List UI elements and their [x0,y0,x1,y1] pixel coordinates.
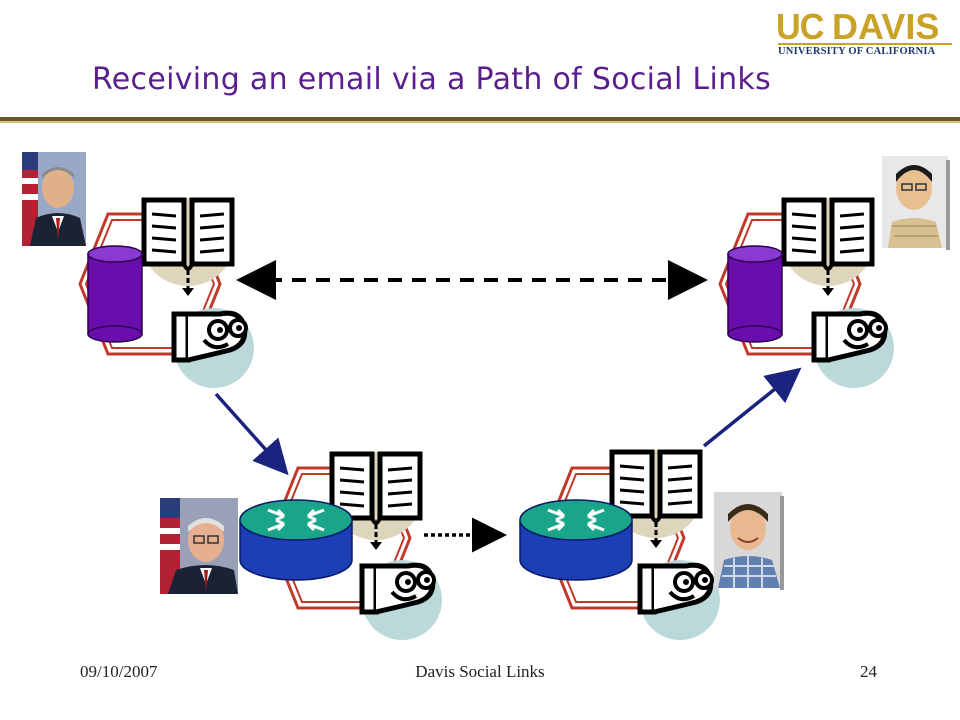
node-top-left [22,152,254,388]
smiling-face-icon [174,308,254,388]
footer-date: 09/10/2007 [80,662,158,681]
logo-text-uc: UC [776,6,824,47]
path-arrow-up [702,367,802,448]
person-photo-icon [714,492,784,590]
footer-title: Davis Social Links [415,662,545,681]
person-photo-icon [882,156,950,250]
title-rule-accent [0,121,960,123]
node-bottom-left [160,452,442,640]
person-photo-icon [160,498,238,594]
router-icon [238,498,354,582]
node-top-right [718,156,950,388]
title-rule [0,117,960,121]
database-cylinder-icon [87,245,143,343]
logo-text-davis: DAVIS [832,6,940,47]
slide-title: Receiving an email via a Path of Social … [92,62,771,97]
logo-subtitle: UNIVERSITY OF CALIFORNIA [778,43,952,57]
node-bottom-right [518,450,784,640]
smiling-face-icon [640,560,720,640]
footer-page-number: 24 [860,662,877,681]
path-arrow-down [214,392,289,476]
router-icon [518,498,634,582]
uc-davis-logo: UC DAVIS UNIVERSITY OF CALIFORNIA [772,6,956,58]
person-photo-icon [22,152,86,246]
database-cylinder-icon [727,245,783,343]
smiling-face-icon [362,560,442,640]
smiling-face-icon [814,308,894,388]
